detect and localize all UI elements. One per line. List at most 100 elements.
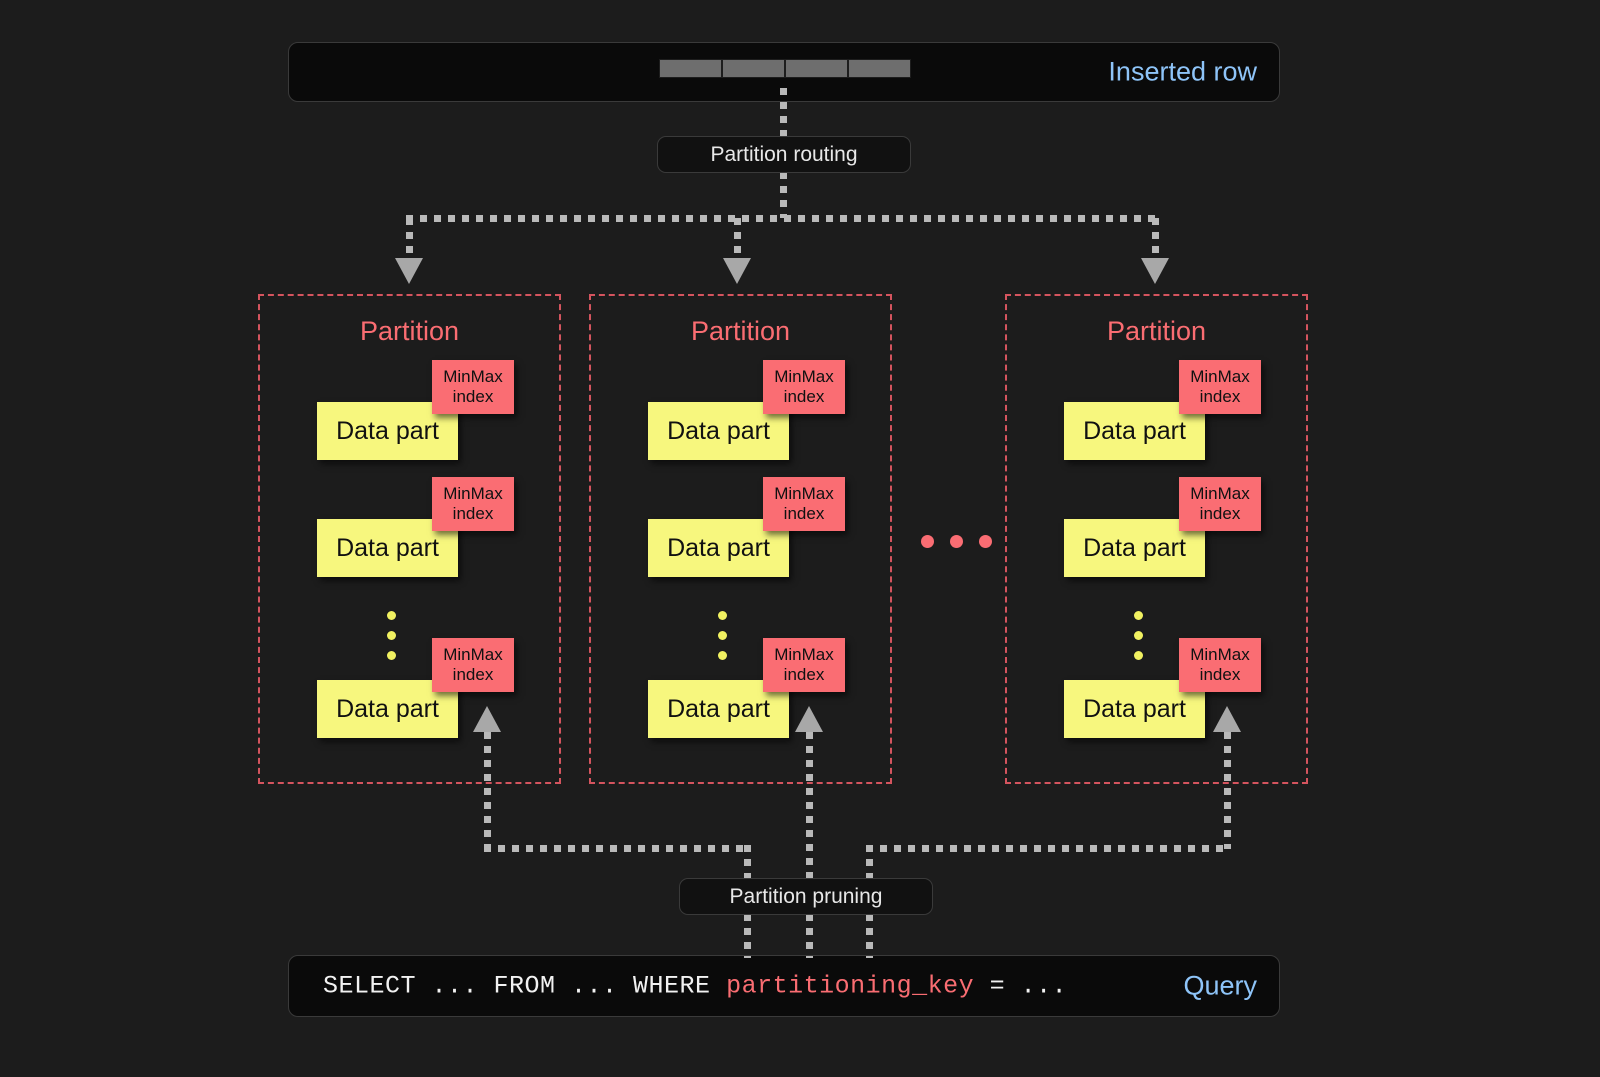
partitions-ellipsis [921, 535, 992, 548]
connector-partition-2-to-pruning [806, 732, 813, 878]
data-part-row: MinMax index Data part [317, 477, 517, 577]
data-part-label: Data part [336, 533, 439, 562]
data-part-label: Data part [336, 694, 439, 723]
partition-title: Partition [359, 316, 460, 346]
row-cell [785, 59, 848, 78]
data-part-row: MinMax index Data part [1064, 360, 1264, 460]
ellipsis-dot [1134, 651, 1143, 660]
arrow-up-partition-1 [473, 706, 501, 732]
minmax-index-box: MinMax index [432, 638, 514, 692]
ellipsis-dot [387, 631, 396, 640]
minmax-index-box: MinMax index [763, 360, 845, 414]
ellipsis-dot [387, 651, 396, 660]
connector-routing-down [780, 172, 787, 218]
minmax-index-box: MinMax index [763, 638, 845, 692]
partition-pruning-box[interactable]: Partition pruning [679, 878, 933, 915]
connector-pruning-to-query-3 [866, 914, 873, 958]
minmax-index-line-1: MinMax [774, 366, 834, 386]
partition-box-1: Partition MinMax index Data part MinMax … [258, 294, 561, 784]
minmax-index-box: MinMax index [763, 477, 845, 531]
minmax-index-box: MinMax index [1179, 360, 1261, 414]
partition-routing-box[interactable]: Partition routing [657, 136, 911, 173]
data-part-row: MinMax index Data part [1064, 638, 1264, 738]
ellipsis-dot [950, 535, 963, 548]
connector-pruning-bus-left [484, 845, 750, 852]
ellipsis-dot [979, 535, 992, 548]
arrow-down-partition-3 [1141, 258, 1169, 284]
ellipsis-dot [718, 651, 727, 660]
partition-title: Partition [1106, 316, 1207, 346]
connector-pruning-to-query-1 [744, 914, 751, 958]
query-suffix: = ... [974, 971, 1068, 1001]
arrow-down-partition-2 [723, 258, 751, 284]
query-keyword: partitioning_key [726, 971, 975, 1001]
partition-box-2: Partition MinMax index Data part MinMax … [589, 294, 892, 784]
minmax-index-line-2: index [1199, 387, 1241, 406]
row-cell [848, 59, 911, 78]
data-part-label: Data part [667, 533, 770, 562]
minmax-index-box: MinMax index [1179, 477, 1261, 531]
minmax-index-line-2: index [452, 387, 494, 406]
data-part-ellipsis [387, 611, 396, 660]
partition-pruning-label: Partition pruning [729, 884, 883, 908]
connector-drop-partition-2 [734, 218, 741, 260]
data-part-label: Data part [336, 416, 439, 445]
query-bar: SELECT ... FROM ... WHERE partitioning_k… [288, 955, 1280, 1017]
minmax-index-box: MinMax index [1179, 638, 1261, 692]
data-part-ellipsis [718, 611, 727, 660]
data-part-row: MinMax index Data part [648, 477, 848, 577]
data-part-row: MinMax index Data part [317, 638, 517, 738]
minmax-index-line-1: MinMax [1190, 366, 1250, 386]
inserted-row-cells [659, 59, 911, 78]
data-part-row: MinMax index Data part [648, 360, 848, 460]
minmax-index-line-2: index [783, 665, 825, 684]
data-part-label: Data part [1083, 416, 1186, 445]
connector-pruning-to-query-2 [806, 914, 813, 958]
ellipsis-dot [1134, 631, 1143, 640]
connector-routing-bus [406, 215, 1158, 222]
connector-row-to-routing [780, 88, 787, 140]
minmax-index-line-2: index [783, 504, 825, 523]
connector-pruning-in-right [866, 845, 873, 879]
partition-routing-label: Partition routing [710, 142, 858, 166]
row-cell [722, 59, 785, 78]
ellipsis-dot [718, 611, 727, 620]
inserted-row-label: Inserted row [1108, 56, 1257, 87]
data-part-label: Data part [667, 694, 770, 723]
data-part-box: Data part [1064, 680, 1205, 738]
arrow-down-partition-1 [395, 258, 423, 284]
data-part-label: Data part [1083, 694, 1186, 723]
row-cell [659, 59, 722, 78]
minmax-index-line-1: MinMax [774, 644, 834, 664]
partition-title: Partition [690, 316, 791, 346]
connector-drop-partition-1 [406, 218, 413, 260]
connector-pruning-in-left [744, 845, 751, 879]
minmax-index-line-1: MinMax [443, 644, 503, 664]
query-prefix: SELECT ... FROM ... WHERE [323, 971, 727, 1001]
minmax-index-box: MinMax index [432, 477, 514, 531]
ellipsis-dot [387, 611, 396, 620]
ellipsis-dot [1134, 611, 1143, 620]
data-part-ellipsis [1134, 611, 1143, 660]
connector-partition-3-to-pruning [1224, 732, 1231, 849]
minmax-index-line-1: MinMax [443, 366, 503, 386]
minmax-index-line-2: index [1199, 504, 1241, 523]
minmax-index-line-2: index [783, 387, 825, 406]
minmax-index-line-2: index [452, 665, 494, 684]
data-part-label: Data part [1083, 533, 1186, 562]
data-part-box: Data part [1064, 519, 1205, 577]
ellipsis-dot [718, 631, 727, 640]
partition-box-3: Partition MinMax index Data part MinMax … [1005, 294, 1308, 784]
connector-partition-1-to-pruning [484, 732, 491, 849]
minmax-index-line-2: index [1199, 665, 1241, 684]
connector-pruning-bus-right [866, 845, 1228, 852]
arrow-up-partition-2 [795, 706, 823, 732]
connector-drop-partition-3 [1152, 218, 1159, 260]
minmax-index-line-1: MinMax [443, 483, 503, 503]
arrow-up-partition-3 [1213, 706, 1241, 732]
minmax-index-line-1: MinMax [1190, 644, 1250, 664]
data-part-row: MinMax index Data part [648, 638, 848, 738]
query-label: Query [1183, 970, 1257, 1001]
ellipsis-dot [921, 535, 934, 548]
